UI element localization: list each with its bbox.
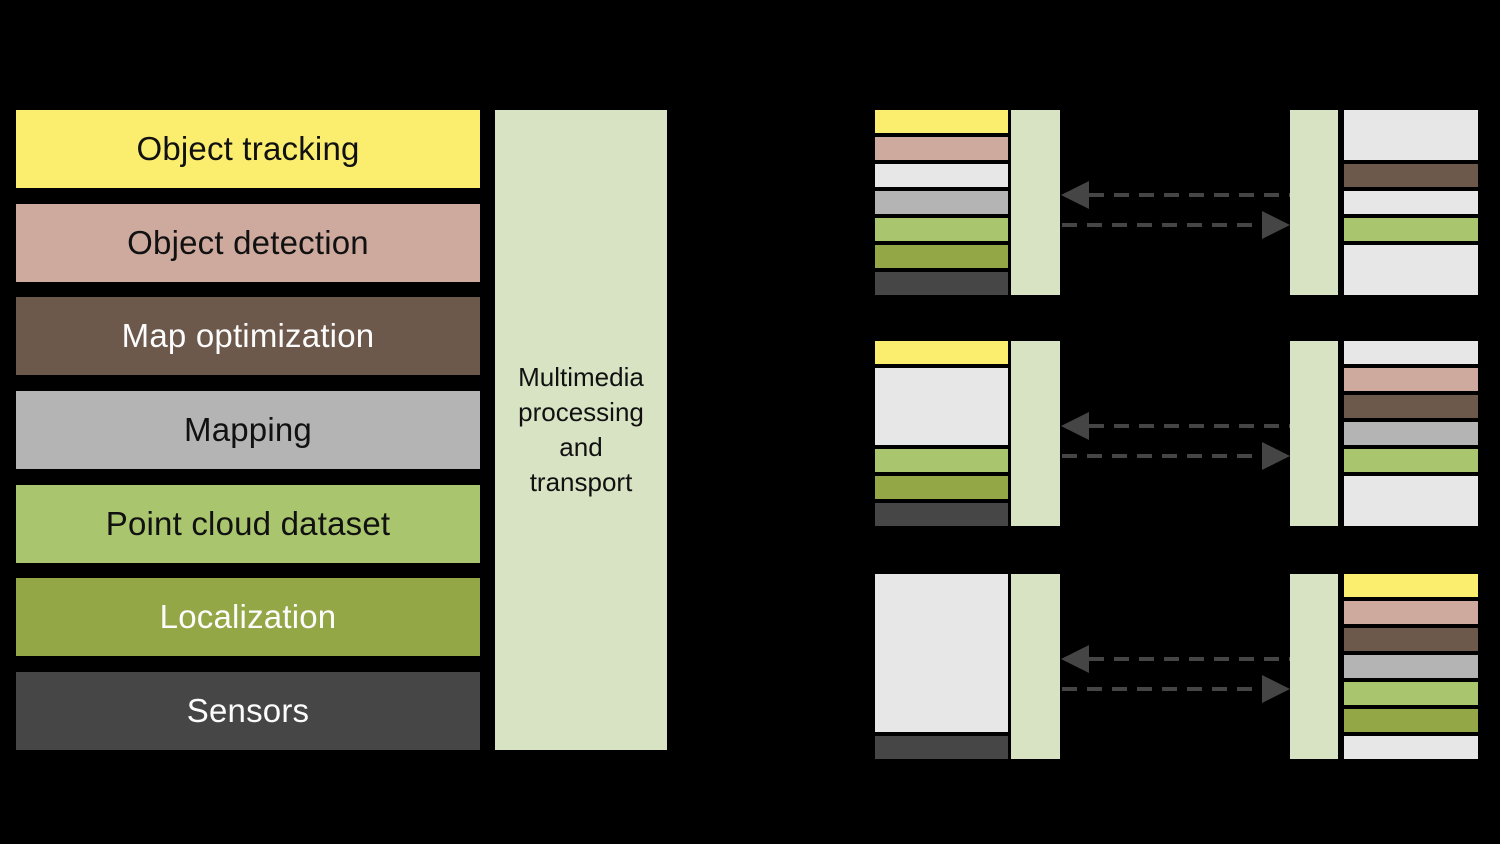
layer-map-optimization <box>1344 395 1478 418</box>
layer-localization: Localization <box>16 578 480 657</box>
remote-transport-strip-1 <box>1290 110 1338 295</box>
local-transport-strip-2 <box>1011 341 1060 526</box>
layer-inactive <box>1344 245 1478 295</box>
layer-point-cloud-dataset <box>875 218 1008 241</box>
layer-inactive <box>875 574 1008 732</box>
remote-transport-strip-3 <box>1290 574 1338 759</box>
layer-inactive <box>1344 341 1478 364</box>
layer-object-detection <box>1344 368 1478 391</box>
local-transport-strip-3 <box>1011 574 1060 759</box>
local-device-stack-1 <box>875 110 1008 295</box>
dashed-arrow-to-remote-1 <box>1062 223 1262 227</box>
layer-point-cloud-dataset <box>1344 449 1478 472</box>
layer-point-cloud-dataset <box>1344 218 1478 241</box>
layer-object-tracking <box>875 110 1008 133</box>
layer-localization <box>1344 709 1478 732</box>
remote-device-stack-3 <box>1344 574 1478 759</box>
remote-transport-strip-2 <box>1290 341 1338 526</box>
remote-device-stack-1 <box>1344 110 1478 295</box>
layer-inactive <box>1344 736 1478 759</box>
dashed-arrow-to-local-1 <box>1089 193 1290 197</box>
local-device-stack-3 <box>875 574 1008 759</box>
layer-object-tracking <box>875 341 1008 364</box>
local-transport-strip-1 <box>1011 110 1060 295</box>
layer-sensors: Sensors <box>16 672 480 751</box>
layer-inactive <box>1344 191 1478 214</box>
layer-point-cloud-dataset: Point cloud dataset <box>16 484 480 563</box>
layer-object-tracking <box>1344 574 1478 597</box>
split-group-1 <box>0 110 1500 295</box>
layer-point-cloud-dataset <box>875 449 1008 472</box>
layer-inactive <box>1344 476 1478 526</box>
layer-localization <box>875 476 1008 499</box>
layer-map-optimization <box>1344 164 1478 187</box>
layer-object-detection: Object detection <box>16 203 480 282</box>
layer-inactive <box>875 368 1008 445</box>
layer-sensors <box>875 272 1008 295</box>
layer-sensors <box>875 736 1008 759</box>
layer-object-tracking: Object tracking <box>16 110 480 188</box>
layer-inactive <box>875 164 1008 187</box>
layer-inactive <box>1344 110 1478 160</box>
arrowhead-right-3 <box>1262 675 1290 703</box>
layer-mapping <box>875 191 1008 214</box>
layer-object-detection <box>875 137 1008 160</box>
arrowhead-left-3 <box>1061 645 1089 673</box>
arrowhead-right-1 <box>1262 211 1290 239</box>
dashed-arrow-to-local-3 <box>1089 657 1290 661</box>
layer-mapping: Mapping <box>16 391 480 469</box>
split-group-2 <box>0 341 1500 526</box>
arrowhead-left-2 <box>1061 412 1089 440</box>
dashed-arrow-to-local-2 <box>1089 424 1290 428</box>
arrowhead-right-2 <box>1262 442 1290 470</box>
layer-point-cloud-dataset <box>1344 682 1478 705</box>
remote-device-stack-2 <box>1344 341 1478 526</box>
layer-sensors <box>875 503 1008 526</box>
layer-object-detection <box>1344 601 1478 624</box>
dashed-arrow-to-remote-2 <box>1062 454 1262 458</box>
split-group-3 <box>0 574 1500 759</box>
layer-map-optimization <box>1344 628 1478 651</box>
arrowhead-left-1 <box>1061 181 1089 209</box>
layer-mapping <box>1344 422 1478 445</box>
layer-mapping <box>1344 655 1478 678</box>
layer-localization <box>875 245 1008 268</box>
local-device-stack-2 <box>875 341 1008 526</box>
dashed-arrow-to-remote-3 <box>1062 687 1262 691</box>
layer-map-optimization: Map optimization <box>16 297 480 376</box>
